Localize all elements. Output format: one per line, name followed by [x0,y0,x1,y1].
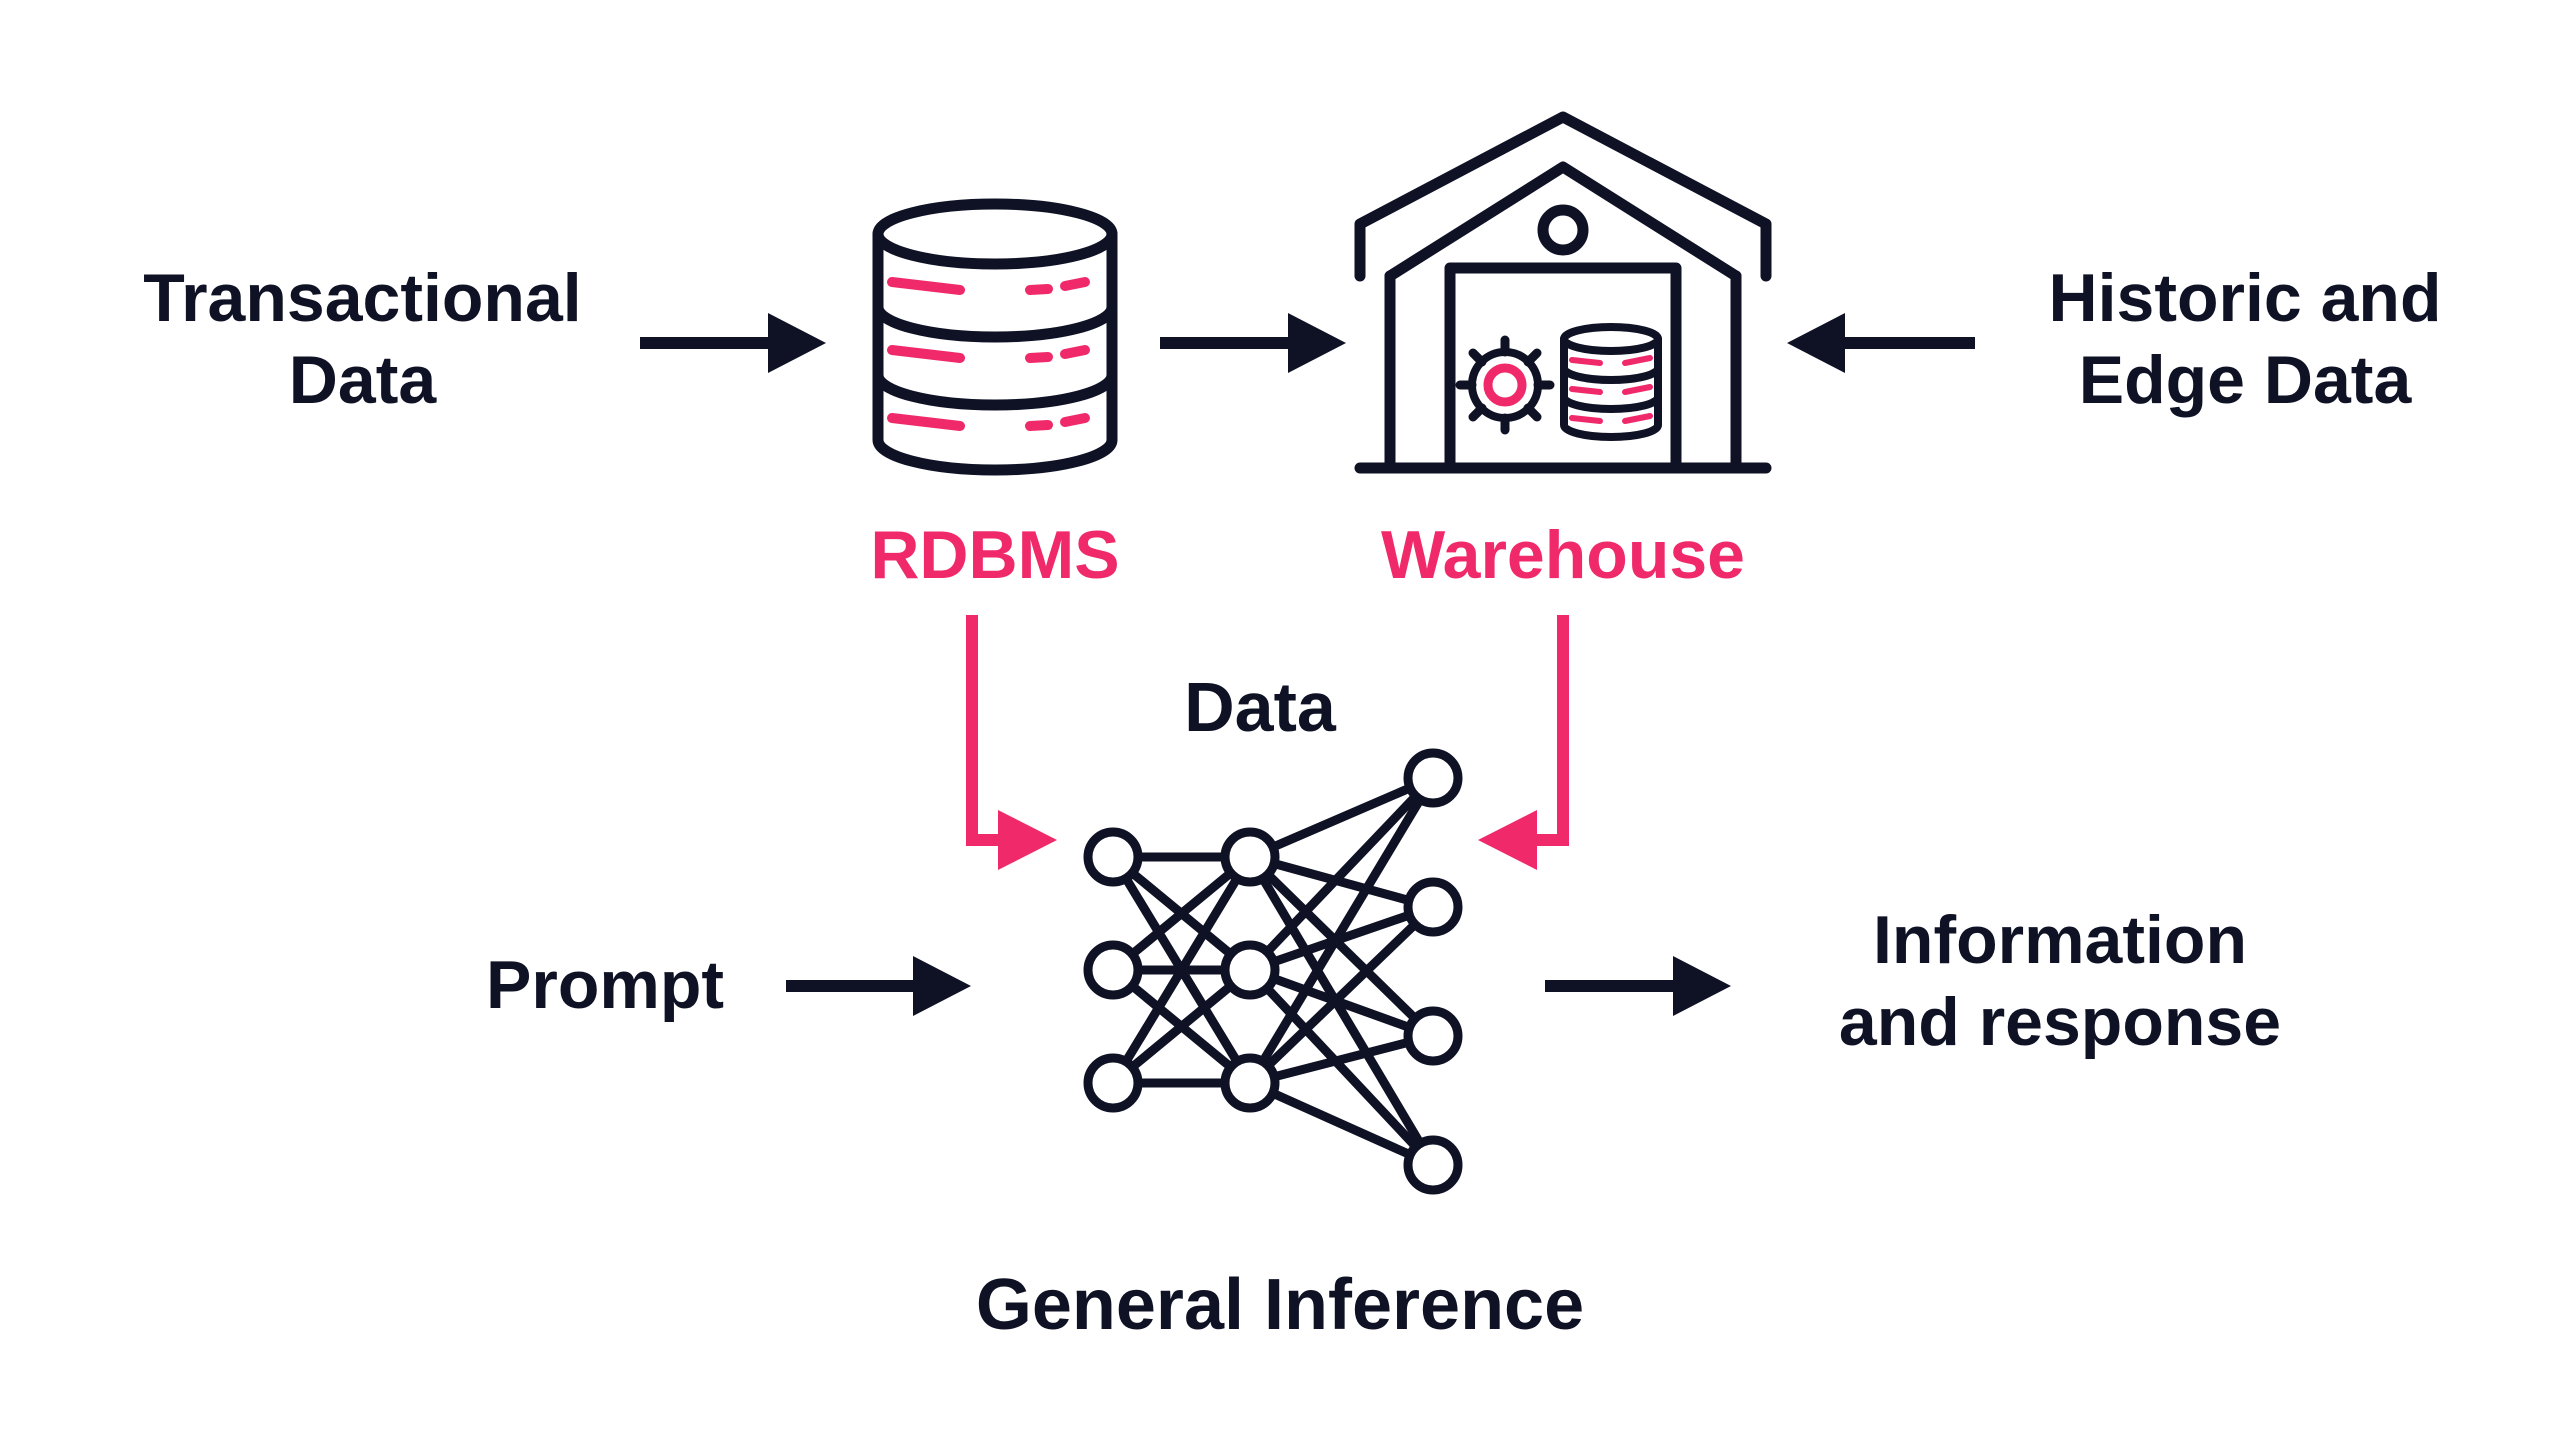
database-icon [872,198,1118,476]
warehouse-database-icon [1560,323,1662,441]
rdbms-label: RDBMS [870,517,1120,593]
arrow-transactional-to-rdbms [640,313,826,373]
data-label: Data [1184,668,1336,746]
information-response-line-2: and response [1838,983,2282,1060]
arrow-rdbms-to-model [966,615,1057,870]
warehouse-label: Warehouse [1380,517,1745,593]
transactional-data-line-2: Data [288,341,437,418]
neural-network-icon [1083,748,1463,1195]
prompt-label: Prompt [486,947,724,1023]
gear-icon [1455,335,1555,435]
historic-edge-data-line-1: Historic and [2048,260,2442,336]
transactional-data-line-1: Transactional [143,260,582,336]
arrow-warehouse-to-model [1478,615,1569,870]
historic-edge-data-label: Historic and Edge Data [2005,258,2485,421]
warehouse-icon [1354,111,1772,474]
arrow-historic-to-warehouse [1787,313,1975,373]
historic-edge-data-line-2: Edge Data [2078,341,2412,418]
general-inference-caption: General Inference [975,1265,1585,1345]
information-response-label: Information and response [1770,900,2350,1063]
arrow-model-to-output [1545,956,1731,1016]
information-response-line-1: Information [1873,902,2247,978]
arrow-prompt-to-model [786,956,971,1016]
arrow-rdbms-to-warehouse [1160,313,1346,373]
transactional-data-label: Transactional Data [120,258,605,421]
